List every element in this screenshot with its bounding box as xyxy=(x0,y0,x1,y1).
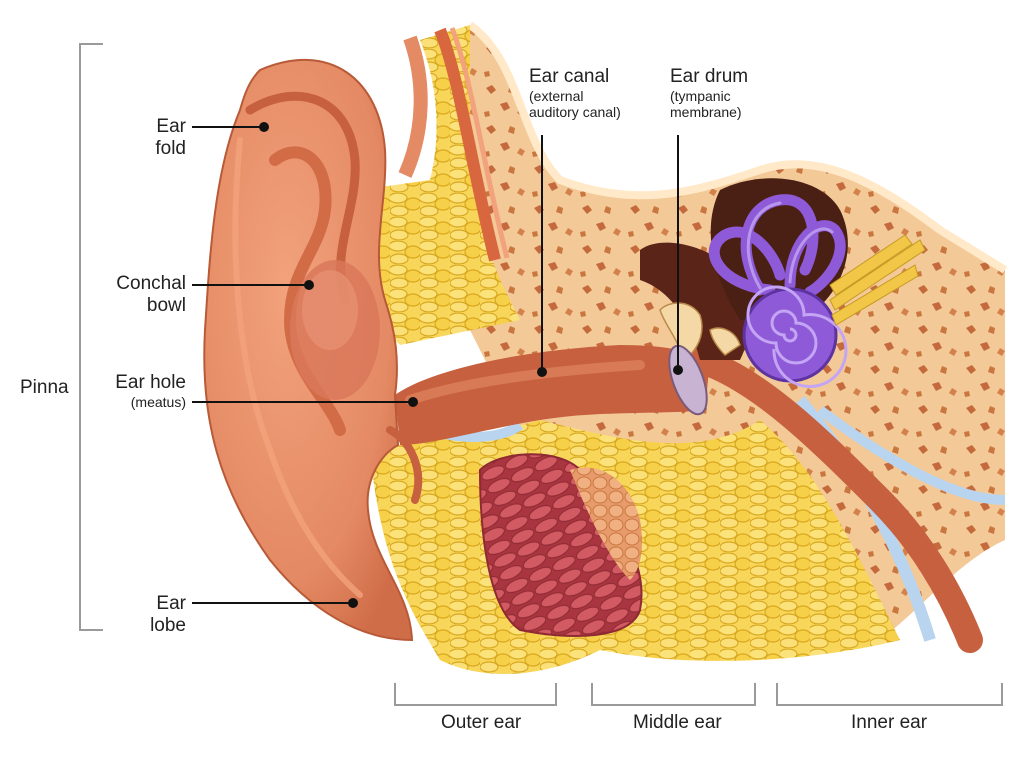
ear-canal-label: Ear canal (external auditory canal) xyxy=(529,66,621,120)
ear-hole-subtitle: (meatus) xyxy=(130,393,186,410)
outer-ear-label: Outer ear xyxy=(441,712,522,733)
ear-lobe-line2: lobe xyxy=(150,614,186,636)
ear-canal-sub2: auditory canal) xyxy=(529,103,621,120)
ear-hole-dot xyxy=(408,397,418,407)
inner-ear-label: Inner ear xyxy=(851,712,928,733)
conchal-bowl-line2: bowl xyxy=(146,294,186,316)
ear-lobe-dot xyxy=(348,598,358,608)
ear-canal-title: Ear canal xyxy=(529,66,610,87)
ossicles xyxy=(659,302,741,356)
fatty-tissue-upper xyxy=(356,25,520,345)
ear-canal-sub1: (external xyxy=(529,87,584,104)
middle-ear-bracket xyxy=(591,683,756,706)
auditory-nerve xyxy=(829,234,926,326)
ear-fold-line2: fold xyxy=(155,137,186,159)
ear-drum-sub2: membrane) xyxy=(670,103,742,120)
ear-fold-label: Ear fold xyxy=(155,116,186,160)
ear-hole-label: Ear hole (meatus) xyxy=(115,372,186,410)
pinna-label: Pinna xyxy=(20,377,69,398)
conchal-bowl-dot xyxy=(304,280,314,290)
ear-fold-line1: Ear xyxy=(156,116,186,137)
ear-hole-title: Ear hole xyxy=(115,372,186,393)
ear-drum-label: Ear drum (tympanic membrane) xyxy=(670,66,748,120)
middle-ear-label: Middle ear xyxy=(633,712,722,733)
inner-ear-bracket xyxy=(776,683,1003,706)
eustachian-tube xyxy=(687,347,983,653)
conchal-bowl-line1: Conchal xyxy=(116,273,186,294)
ear-drum-sub1: (tympanic xyxy=(670,87,731,104)
ear-fold-dot xyxy=(259,122,269,132)
ear-canal-dot xyxy=(537,367,547,377)
ear-lobe-label: Ear lobe xyxy=(150,593,186,637)
ear-drum-title: Ear drum xyxy=(670,66,749,87)
conchal-bowl-label: Conchal bowl xyxy=(116,273,186,317)
ear-lobe-line1: Ear xyxy=(156,593,186,614)
outer-ear-bracket xyxy=(394,683,557,706)
pinna-bracket xyxy=(79,43,103,631)
ear-drum-dot xyxy=(673,365,683,375)
